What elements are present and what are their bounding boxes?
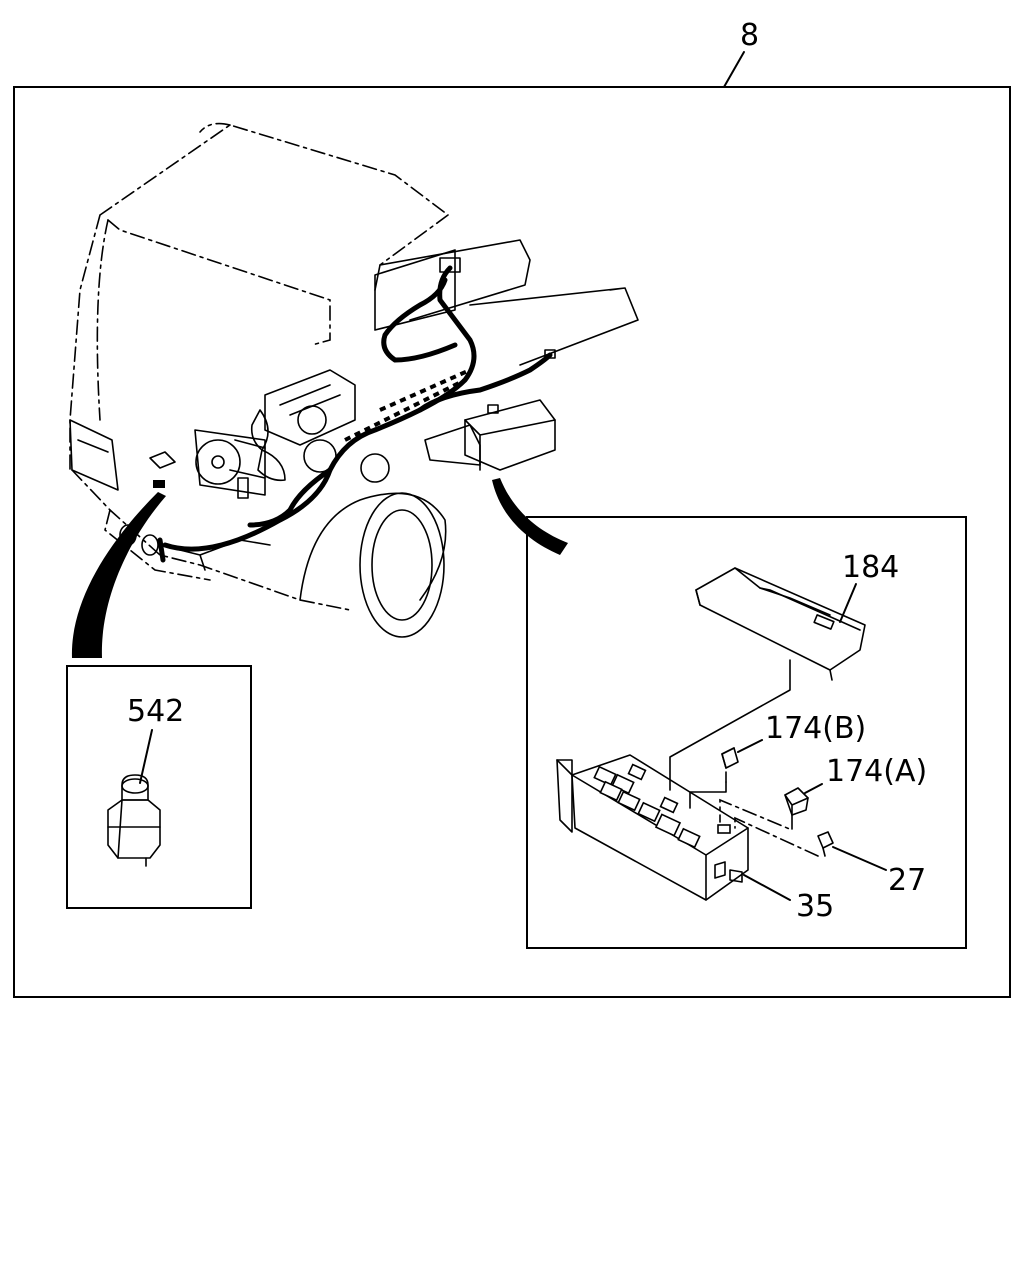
relay-174b — [721, 747, 739, 783]
callout-35: 35 — [796, 889, 834, 924]
callout-542: 542 — [127, 694, 184, 729]
leader-174a — [804, 783, 823, 794]
callout-8: 8 — [740, 18, 759, 53]
leader-35 — [743, 874, 791, 901]
guide-27 — [734, 816, 819, 857]
arrow-to-relay-box — [492, 478, 568, 555]
cover-guide-line — [669, 659, 791, 791]
main-frame — [13, 86, 1011, 998]
relay-box-inset-frame — [526, 516, 967, 949]
cab-outline — [69, 122, 449, 471]
leader-8 — [723, 51, 745, 88]
leader-184 — [839, 583, 857, 623]
battery — [464, 399, 556, 471]
front-bumper — [71, 469, 351, 611]
headlight-lines — [69, 419, 119, 491]
chassis-rail — [374, 239, 639, 366]
reservoir-tank — [107, 774, 161, 867]
arrow-to-reservoir — [71, 492, 166, 658]
callout-174a: 174(A) — [826, 754, 927, 789]
alternator — [297, 405, 327, 435]
radiator — [194, 429, 266, 496]
relay-box — [556, 754, 749, 901]
washer-tank-location — [149, 451, 176, 469]
callout-184: 184 — [842, 550, 899, 585]
leader-27 — [832, 846, 887, 871]
cooling-fan — [195, 439, 241, 485]
reservoir-inset-frame — [66, 665, 252, 909]
leader-174b — [737, 739, 763, 753]
guide-174b — [689, 781, 727, 809]
leader-542 — [139, 729, 153, 784]
callout-174b: 174(B) — [765, 711, 866, 746]
front-wheel — [359, 492, 445, 638]
callout-27: 27 — [888, 863, 926, 898]
truck-illustration — [69, 122, 639, 638]
guide-174a — [719, 798, 793, 832]
relay-174a — [784, 787, 809, 816]
engine-block — [264, 369, 356, 446]
connector-27 — [817, 831, 834, 857]
relay-box-cover — [695, 567, 866, 681]
